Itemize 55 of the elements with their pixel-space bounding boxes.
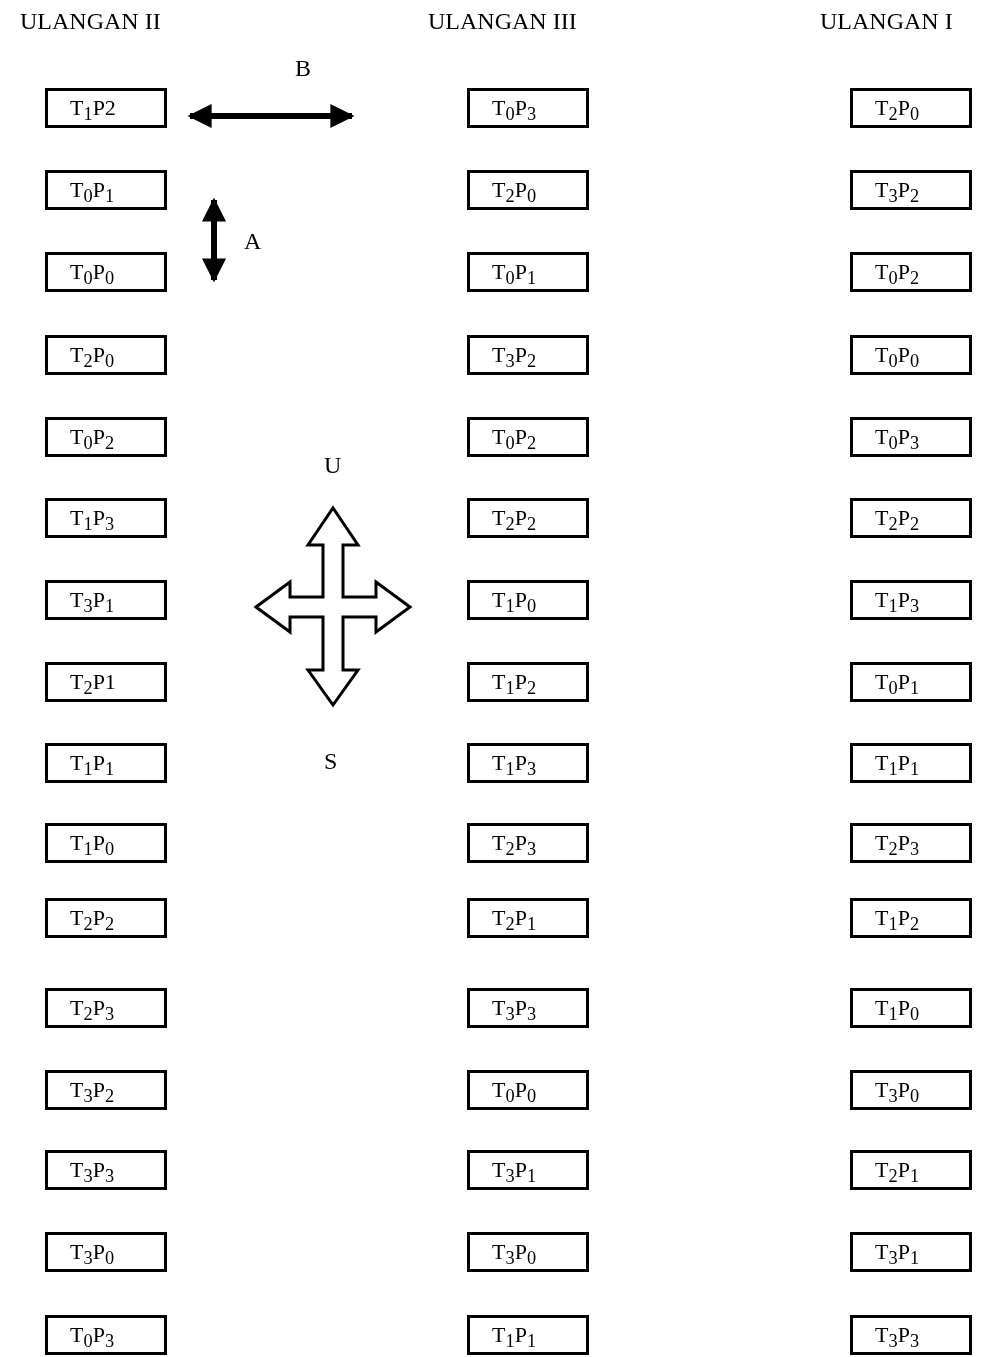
- plot-box: T$_{0}$P$_{0}$: [45, 252, 167, 292]
- plot-box: T$_{2}$P1: [45, 662, 167, 702]
- plot-box: T$_{3}$P$_{3}$: [850, 1315, 972, 1355]
- plot-box: T$_{3}$P$_{1}$: [850, 1232, 972, 1272]
- plot-box: T$_{1}$P$_{1}$: [467, 1315, 589, 1355]
- arrow-label: A: [244, 228, 262, 255]
- plot-box: T$_{0}$P$_{2}$: [45, 417, 167, 457]
- plot-box: T$_{2}$P$_{2}$: [45, 898, 167, 938]
- plot-box: T$_{3}$P$_{3}$: [467, 988, 589, 1028]
- plot-box: T$_{3}$P$_{1}$: [45, 580, 167, 620]
- plot-box: T$_{0}$P$_{0}$: [467, 1070, 589, 1110]
- plot-box: T$_{1}$P$_{2}$: [467, 662, 589, 702]
- plot-box: T$_{3}$P$_{0}$: [850, 1070, 972, 1110]
- plot-box: T$_{2}$P$_{0}$: [850, 88, 972, 128]
- arrow-label: B: [295, 55, 311, 82]
- plot-box: T$_{0}$P$_{3}$: [467, 88, 589, 128]
- plot-box: T$_{0}$P$_{1}$: [850, 662, 972, 702]
- plot-box: T$_{2}$P$_{1}$: [467, 898, 589, 938]
- plot-box: T$_{2}$P$_{1}$: [850, 1150, 972, 1190]
- plot-box: T$_{3}$P$_{2}$: [850, 170, 972, 210]
- plot-box: T$_{0}$P$_{1}$: [45, 170, 167, 210]
- plot-box: T$_{2}$P$_{3}$: [850, 823, 972, 863]
- plot-box: T$_{0}$P$_{2}$: [467, 417, 589, 457]
- plot-box: T$_{3}$P$_{2}$: [467, 335, 589, 375]
- plot-box: T$_{1}$P$_{3}$: [45, 498, 167, 538]
- plot-box: T$_{1}$P$_{2}$: [850, 898, 972, 938]
- plot-box: T$_{1}$P2: [45, 88, 167, 128]
- plot-box: T$_{2}$P$_{3}$: [45, 988, 167, 1028]
- plot-box: T$_{1}$P$_{1}$: [45, 743, 167, 783]
- plot-box: T$_{3}$P$_{2}$: [45, 1070, 167, 1110]
- plot-box: T$_{1}$P$_{3}$: [467, 743, 589, 783]
- plot-box: T$_{2}$P$_{3}$: [467, 823, 589, 863]
- plot-box: T$_{1}$P$_{0}$: [850, 988, 972, 1028]
- column-heading: ULANGAN III: [428, 8, 577, 35]
- plot-box: T$_{3}$P$_{0}$: [45, 1232, 167, 1272]
- plot-box: T$_{1}$P$_{0}$: [467, 580, 589, 620]
- column-heading: ULANGAN II: [20, 8, 161, 35]
- plot-box: T$_{3}$P$_{3}$: [45, 1150, 167, 1190]
- compass-label: S: [324, 748, 338, 775]
- plot-box: T$_{0}$P$_{0}$: [850, 335, 972, 375]
- compass-label: U: [324, 452, 342, 479]
- plot-box: T$_{2}$P$_{2}$: [850, 498, 972, 538]
- plot-box: T$_{2}$P$_{0}$: [467, 170, 589, 210]
- plot-box: T$_{1}$P$_{1}$: [850, 743, 972, 783]
- plot-box: T$_{0}$P$_{3}$: [45, 1315, 167, 1355]
- column-heading: ULANGAN I: [820, 8, 953, 35]
- plot-box: T$_{0}$P$_{3}$: [850, 417, 972, 457]
- plot-box: T$_{3}$P$_{0}$: [467, 1232, 589, 1272]
- plot-box: T$_{1}$P$_{3}$: [850, 580, 972, 620]
- plot-box: T$_{0}$P$_{2}$: [850, 252, 972, 292]
- plot-box: T$_{2}$P$_{0}$: [45, 335, 167, 375]
- plot-box: T$_{3}$P$_{1}$: [467, 1150, 589, 1190]
- plot-box: T$_{2}$P$_{2}$: [467, 498, 589, 538]
- plot-box: T$_{1}$P$_{0}$: [45, 823, 167, 863]
- plot-box: T$_{0}$P$_{1}$: [467, 252, 589, 292]
